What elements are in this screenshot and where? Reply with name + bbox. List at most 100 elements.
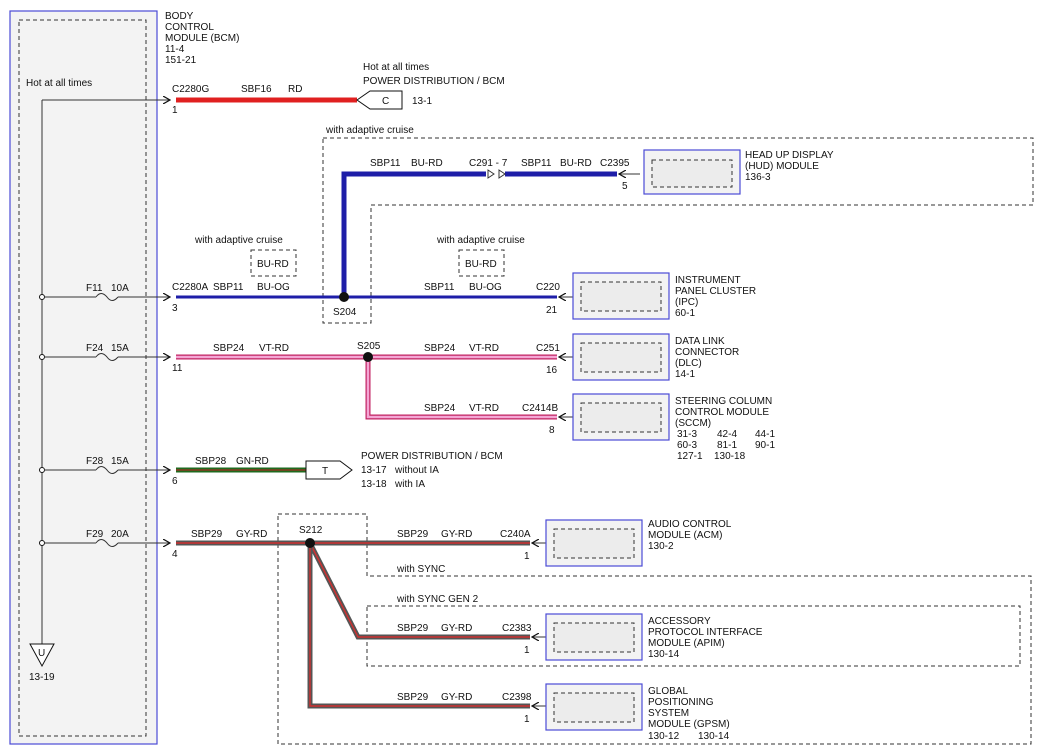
adaptive-cruise-label-r: with adaptive cruise — [436, 235, 525, 246]
c2280a-pin: 3 — [172, 303, 178, 314]
sbp24-circuit-l: SBP24 — [213, 343, 245, 354]
sbp24-color-l: VT-RD — [259, 343, 289, 354]
c240a-pin: 1 — [524, 551, 530, 562]
sbp29-color-a: GY-RD — [441, 529, 472, 540]
gpsm-module[interactable] — [545, 683, 643, 731]
gpsm-ref-2: 130-14 — [698, 731, 730, 742]
sbp29-circuit-b: SBP29 — [397, 623, 429, 634]
apim-module[interactable] — [545, 613, 643, 661]
wire-sbp24-vt-rd — [176, 354, 557, 420]
fuse-f24-amps: 15A — [111, 343, 129, 354]
power-dist-flag-t: T — [305, 460, 353, 480]
c2414b-connector: C2414B — [522, 403, 558, 414]
sccm-ref-3-2: 130-18 — [714, 451, 746, 462]
dlc-module[interactable] — [572, 333, 670, 381]
c6-dest: POWER DISTRIBUTION / BCM — [361, 451, 503, 462]
sbp28-color: GN-RD — [236, 456, 269, 467]
alt-color-l: BU-RD — [257, 259, 289, 270]
c251-pin: 16 — [546, 365, 558, 376]
ground-symbol: U — [29, 643, 55, 668]
fuse-f28-branch — [39, 467, 171, 474]
sccm-ref-1-3: 44-1 — [755, 429, 775, 440]
splice-s212 — [305, 538, 315, 548]
s205-label: S205 — [357, 341, 381, 352]
gpsm-title-3: SYSTEM — [648, 708, 689, 719]
c2395-pin: 5 — [622, 181, 628, 192]
c251-connector: C251 — [536, 343, 560, 354]
bcm-title-3: MODULE (BCM) — [165, 33, 239, 44]
bcm-title-4: 11-4 — [165, 44, 185, 55]
sbp29-color-c: GY-RD — [441, 692, 472, 703]
sbp29-circuit-c: SBP29 — [397, 692, 429, 703]
c4-pin: 4 — [172, 549, 178, 560]
c6-ref1: 13-17 — [361, 465, 387, 476]
sccm-title-3: (SCCM) — [675, 418, 711, 429]
sync-gen2-label: with SYNC GEN 2 — [396, 594, 479, 605]
flag-t-letter: T — [322, 466, 328, 477]
fuse-f11-branch — [39, 294, 171, 301]
c6-pin: 6 — [172, 476, 178, 487]
c6-ref2: 13-18 — [361, 479, 387, 490]
wire-sbp11-bu-rd-hud-a — [341, 171, 486, 297]
splice-s205 — [363, 352, 373, 362]
fuse-f24-branch — [39, 354, 171, 361]
c2398-connector: C2398 — [502, 692, 532, 703]
bcm-title-5: 151-21 — [165, 55, 197, 66]
bcm-module[interactable] — [9, 10, 158, 745]
sbp24-color-b: VT-RD — [469, 403, 499, 414]
acm-title-2: MODULE (ACM) — [648, 530, 722, 541]
sbf16-circuit: SBF16 — [241, 84, 272, 95]
dlc-title-1: DATA LINK — [675, 336, 725, 347]
apim-title-2: PROTOCOL INTERFACE — [648, 627, 763, 638]
sccm-title-2: CONTROL MODULE — [675, 407, 769, 418]
c2383-pin: 1 — [524, 645, 530, 656]
ipc-title-1: INSTRUMENT — [675, 275, 741, 286]
c220-pin: 21 — [546, 305, 558, 316]
c2280a-connector: C2280A — [172, 282, 208, 293]
c6-note1: without IA — [394, 465, 439, 476]
fuse-f29-label: F29 — [86, 529, 104, 540]
c291-connector: C291 - 7 — [469, 158, 508, 169]
hud-module[interactable] — [643, 149, 741, 195]
ipc-title-4: 60-1 — [675, 308, 695, 319]
fuse-f11-label: F11 — [86, 283, 103, 294]
hud-title-3: 136-3 — [745, 172, 771, 183]
sccm-title-1: STEERING COLUMN — [675, 396, 772, 407]
acm-title-3: 130-2 — [648, 541, 674, 552]
fuse-f29-amps: 20A — [111, 529, 129, 540]
c2280g-pin: 1 — [172, 105, 178, 116]
sbp28-circuit: SBP28 — [195, 456, 227, 467]
c11-pin: 11 — [172, 363, 183, 374]
sccm-module[interactable] — [572, 393, 670, 441]
acm-module[interactable] — [545, 519, 643, 567]
c220-connector: C220 — [536, 282, 560, 293]
gpsm-title-1: GLOBAL — [648, 686, 688, 697]
fuse-f11-amps: 10A — [111, 283, 129, 294]
sbp24-color-r: VT-RD — [469, 343, 499, 354]
sbp11-circuit-r: SBP11 — [424, 282, 455, 293]
apim-title-3: MODULE (APIM) — [648, 638, 725, 649]
bcm-title-2: CONTROL — [165, 22, 214, 33]
c2398-pin: 1 — [524, 714, 530, 725]
sccm-ref-3-1: 127-1 — [677, 451, 703, 462]
s212-label: S212 — [299, 525, 323, 536]
sccm-ref-2-3: 90-1 — [755, 440, 775, 451]
sbp11-circuit-l: SBP11 — [213, 282, 244, 293]
adaptive-cruise-region — [322, 137, 1034, 324]
ipc-title-3: (IPC) — [675, 297, 698, 308]
sccm-ref-1-1: 31-3 — [677, 429, 697, 440]
hud-wire-circuit-a: SBP11 — [370, 158, 401, 169]
alt-color-box-l — [250, 249, 297, 277]
acm-title-1: AUDIO CONTROL — [648, 519, 732, 530]
ipc-module[interactable] — [572, 272, 670, 320]
c2280g-connector: C2280G — [172, 84, 209, 95]
sync-region — [277, 513, 1032, 745]
sbp29-circuit: SBP29 — [191, 529, 223, 540]
s204-label: S204 — [333, 307, 357, 318]
sbp11-color-r: BU-OG — [469, 282, 502, 293]
dlc-title-4: 14-1 — [675, 369, 695, 380]
apim-title-4: 130-14 — [648, 649, 680, 660]
power-dist-flag-c: C — [356, 90, 403, 110]
hud-wire-circuit-b: SBP11 — [521, 158, 552, 169]
